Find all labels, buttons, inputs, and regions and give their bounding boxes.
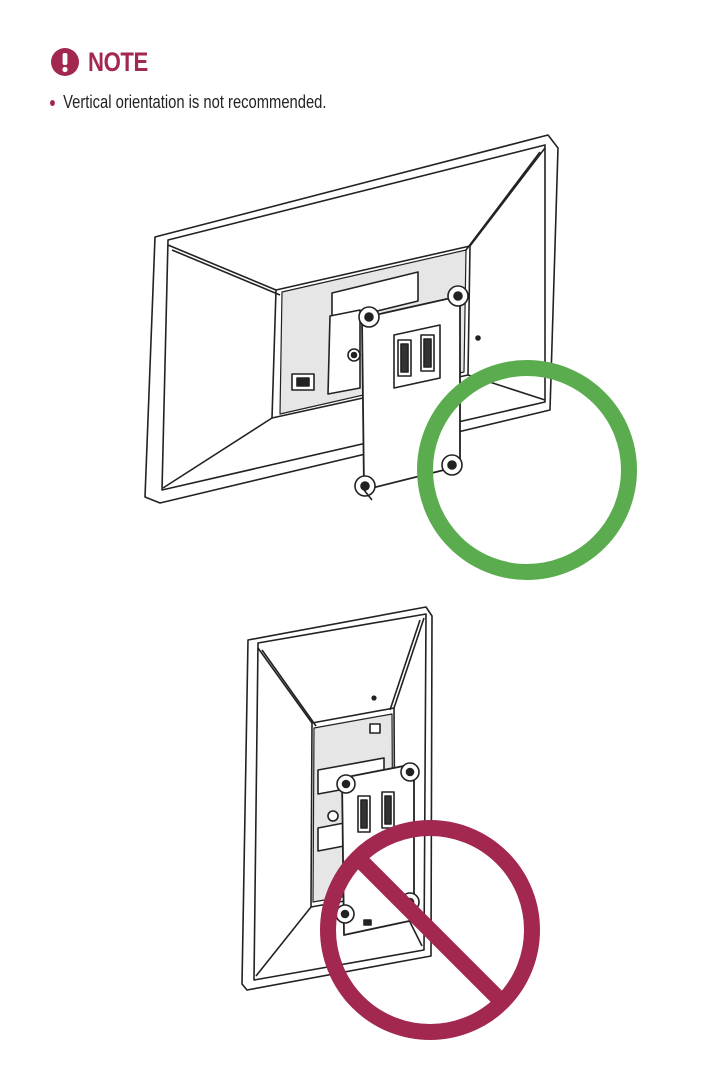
note-title: NOTE bbox=[88, 46, 148, 77]
exclamation-circle-icon bbox=[51, 48, 79, 76]
ok-circle-icon bbox=[417, 360, 637, 580]
monitor-vertical-illustration bbox=[241, 606, 433, 991]
note-item: Vertical orientation is not recommended. bbox=[50, 92, 326, 113]
note-header: NOTE bbox=[50, 44, 161, 80]
prohibited-icon bbox=[320, 820, 540, 1040]
monitor-horizontal-illustration bbox=[144, 134, 559, 504]
note-item-text: Vertical orientation is not recommended. bbox=[63, 92, 327, 112]
bullet-icon bbox=[50, 99, 55, 106]
note-list: Vertical orientation is not recommended. bbox=[50, 92, 387, 113]
